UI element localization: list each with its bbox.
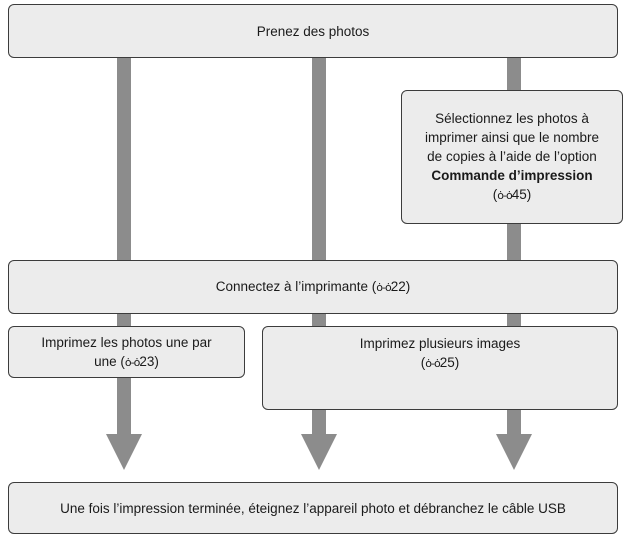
print-single-ref-page: 23 [139, 353, 155, 369]
arrowhead-right [496, 434, 532, 470]
connector-right-mid [507, 224, 521, 260]
start-text: Prenez des photos [256, 23, 370, 39]
arrowhead-left [106, 434, 142, 470]
connector-middle-upper [312, 58, 326, 260]
connect-paren-close: ) [405, 279, 411, 294]
print-single-paren-close: ) [154, 353, 159, 369]
connector-left-upper [117, 58, 131, 260]
print-single-line-1: Imprimez les photos une par [41, 334, 212, 350]
print-single-box: Imprimez les photos une par une (ȯ-ȯ23) [8, 326, 245, 378]
select-line-1: Sélectionnez les photos à [435, 111, 589, 126]
select-line-2: imprimer ainsi que le nombre [424, 130, 600, 145]
print-multi-line-1: Imprimez plusieurs images [359, 335, 521, 351]
book-reference-icon: ȯ-ȯ [425, 356, 440, 370]
connector-right-lower [507, 314, 521, 326]
connect-ref-page: 22 [390, 279, 406, 294]
connector-left-lower [117, 314, 131, 326]
print-multi-paren-close: ) [454, 354, 460, 370]
select-ref-page: 45 [511, 187, 527, 202]
print-multi-box: Imprimez plusieurs images (ȯ-ȯ25) [262, 326, 618, 410]
connector-left-bottom [117, 378, 131, 434]
connect-text: Connectez à l’imprimante ( [215, 279, 377, 294]
print-multi-paren-open: ( [420, 354, 426, 370]
connector-right-bottom [507, 410, 521, 434]
end-box: Une fois l’impression terminée, éteignez… [8, 482, 618, 534]
book-reference-icon: ȯ-ȯ [376, 281, 391, 294]
select-line-3: de copies à l’aide de l’option [427, 149, 597, 164]
end-text: Une fois l’impression terminée, éteignez… [60, 500, 566, 516]
arrowhead-middle [301, 434, 337, 470]
connector-right-top [507, 58, 521, 90]
print-order-option-name: Commande d’impression [431, 168, 593, 183]
start-box: Prenez des photos [8, 4, 618, 58]
print-single-line-2: une ( [94, 353, 125, 369]
print-multi-ref-page: 25 [439, 354, 455, 370]
select-paren-close: ) [526, 187, 532, 202]
book-reference-icon: ȯ-ȯ [124, 355, 140, 369]
book-reference-icon: ȯ-ȯ [497, 189, 512, 202]
connect-printer-box: Connectez à l’imprimante (ȯ-ȯ22) [8, 260, 618, 314]
select-photos-box: Sélectionnez les photos à imprimer ainsi… [401, 90, 623, 224]
select-paren-open: ( [492, 187, 498, 202]
